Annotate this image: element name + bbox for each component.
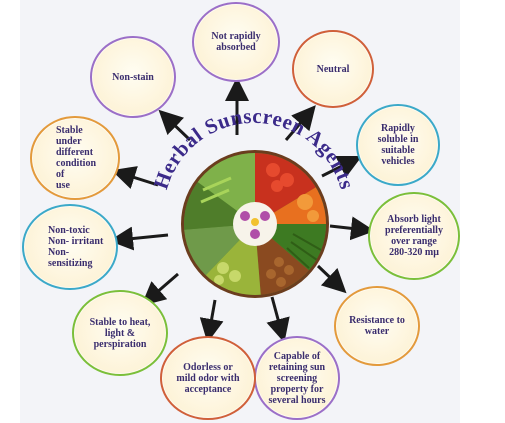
property-label: Odorless or mild odor with acceptance <box>164 362 251 395</box>
property-absorb-light: Absorb light preferentially over range 2… <box>368 192 460 280</box>
arrow-non-toxic <box>109 226 169 251</box>
label-line: suitable <box>381 145 415 156</box>
label-line: vehicles <box>381 156 415 167</box>
label-line: Non- irritant <box>48 236 104 247</box>
property-stable-under-conditions: Stable under different condition of use <box>30 116 120 200</box>
property-label: Capable of retaining sun screening prope… <box>257 351 338 406</box>
property-label: Stable to heat, light & perspiration <box>78 317 163 350</box>
label-line: retaining sun <box>268 361 326 373</box>
property-label: Resistance to water <box>337 315 417 337</box>
label-line: Stable to heat, <box>89 316 151 328</box>
property-neutral: Neutral <box>292 30 374 108</box>
property-non-stain: Non-stain <box>90 36 176 118</box>
property-resistance-to-water: Resistance to water <box>334 286 420 366</box>
arrow-stable-under-conditions <box>111 166 159 189</box>
label-line: perspiration <box>93 338 147 350</box>
arrow-absorb-light <box>329 216 375 241</box>
arrow-rapidly-soluble <box>321 155 363 178</box>
property-label: Not rapidly absorbed <box>199 31 272 53</box>
property-label: Stable under different condition of use <box>32 125 118 191</box>
property-label: Non-stain <box>100 72 166 83</box>
label-line: Resistance to <box>349 315 405 326</box>
label-line: different <box>56 147 94 158</box>
arrow-non-stain <box>158 109 192 142</box>
label-line: Odorless or <box>183 361 233 373</box>
property-label: Non-toxic Non- irritant Non- sensitizing <box>24 225 116 269</box>
property-non-toxic: Non-toxic Non- irritant Non- sensitizing <box>22 204 118 290</box>
ingredients-illustration <box>184 153 326 295</box>
label-line: over range <box>391 236 437 247</box>
property-label: Neutral <box>305 64 362 75</box>
label-line: soluble in <box>377 134 419 145</box>
label-line: Stable under <box>56 125 83 147</box>
label-line: Rapidly <box>381 123 415 134</box>
label-line: 280-320 mμ <box>389 247 439 258</box>
property-label: Absorb light preferentially over range 2… <box>373 214 455 258</box>
label-line: Capable of <box>273 350 321 362</box>
label-line: light & <box>104 327 136 339</box>
property-not-rapidly-absorbed: Not rapidly absorbed <box>192 2 280 82</box>
arrow-odorless <box>199 299 224 343</box>
arrow-resistance-to-water <box>316 264 347 294</box>
label-line: several hours <box>268 394 326 406</box>
label-line: Non-stain <box>112 71 154 83</box>
property-stable-to-heat: Stable to heat, light & perspiration <box>72 290 168 376</box>
label-line: mild odor with <box>176 372 240 384</box>
property-odorless: Odorless or mild odor with acceptance <box>160 336 256 420</box>
property-retaining-sun-screening: Capable of retaining sun screening prope… <box>254 336 340 420</box>
center-title: Herbal Sunscreen Agents <box>149 104 360 192</box>
label-line: condition of <box>56 158 97 180</box>
left-margin <box>0 0 20 423</box>
label-line: preferentially <box>385 225 443 236</box>
arrow-stable-to-heat <box>141 272 179 306</box>
label-line: use <box>56 180 70 191</box>
label-line: Absorb light <box>387 214 441 225</box>
property-rapidly-soluble: Rapidly soluble in suitable vehicles <box>356 104 440 186</box>
label-line: water <box>364 326 390 337</box>
label-line: screening <box>276 372 318 384</box>
label-line: Non- sensitizing <box>48 247 93 269</box>
label-line: property for <box>270 383 324 395</box>
label-line: Neutral <box>316 63 350 75</box>
label-line: Non-toxic <box>48 225 90 236</box>
arrow-retaining-sun-screening <box>266 296 290 343</box>
label-line: acceptance <box>184 383 232 395</box>
property-label: Rapidly soluble in suitable vehicles <box>366 123 431 167</box>
arrow-neutral <box>284 105 316 141</box>
label-line: absorbed <box>216 42 256 53</box>
label-line: Not rapidly <box>211 31 261 42</box>
